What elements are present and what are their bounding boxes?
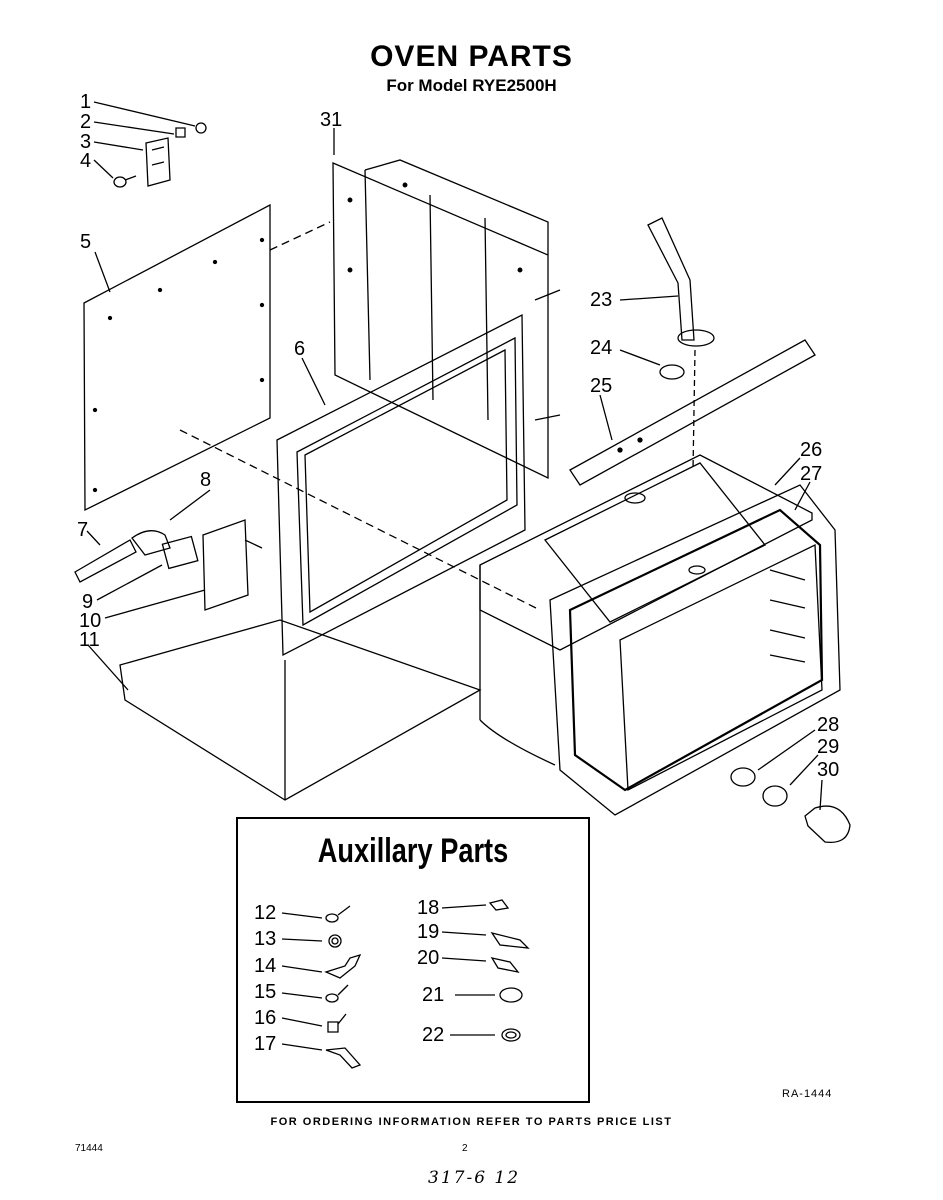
callout-19: 19 bbox=[417, 921, 440, 943]
callout-27: 27 bbox=[800, 463, 823, 485]
oven-bottom bbox=[120, 620, 480, 800]
callout-30: 30 bbox=[817, 759, 840, 781]
dashed-alignment-lines bbox=[180, 222, 540, 610]
callout-9: 9 bbox=[82, 591, 94, 613]
callout-15: 15 bbox=[254, 981, 277, 1003]
vent-tube-assembly bbox=[570, 218, 815, 485]
callout-29: 29 bbox=[817, 736, 840, 758]
callout-16: 16 bbox=[254, 1007, 277, 1029]
ordering-note: FOR ORDERING INFORMATION REFER TO PARTS … bbox=[270, 1116, 673, 1128]
callout-5: 5 bbox=[80, 231, 92, 253]
callout-10: 10 bbox=[79, 610, 102, 632]
callout-2: 2 bbox=[80, 111, 92, 133]
callout-25: 25 bbox=[590, 375, 613, 397]
oven-cavity bbox=[480, 455, 812, 765]
leader-lines bbox=[87, 102, 822, 1050]
callout-3: 3 bbox=[80, 131, 92, 153]
callout-1: 1 bbox=[80, 91, 92, 113]
auxiliary-parts-title: Auxillary Parts bbox=[317, 832, 509, 870]
callout-11: 11 bbox=[79, 629, 100, 651]
oven-lamp-assembly bbox=[731, 768, 850, 842]
callout-20: 20 bbox=[417, 947, 440, 969]
page-subtitle: For Model RYE2500H bbox=[386, 76, 557, 95]
callout-4: 4 bbox=[80, 150, 92, 172]
callout-23: 23 bbox=[590, 289, 613, 311]
callout-8: 8 bbox=[200, 469, 212, 491]
oven-side-panel bbox=[333, 160, 560, 478]
auxiliary-parts-icons bbox=[326, 900, 528, 1068]
document-code: 71444 bbox=[75, 1143, 103, 1154]
auxiliary-parts-panel bbox=[236, 817, 590, 1103]
terminal-bracket bbox=[75, 520, 262, 610]
callout-14: 14 bbox=[254, 955, 277, 977]
callout-18: 18 bbox=[417, 897, 440, 919]
callout-13: 13 bbox=[254, 928, 277, 950]
callout-21: 21 bbox=[422, 984, 445, 1006]
callout-17: 17 bbox=[254, 1033, 277, 1055]
callout-28: 28 bbox=[817, 714, 840, 736]
diagram-reference-code: RA-1444 bbox=[782, 1088, 833, 1100]
page-title: OVEN PARTS bbox=[370, 40, 573, 73]
handwritten-note: 317-6 12 bbox=[428, 1168, 521, 1188]
callout-26: 26 bbox=[800, 439, 823, 461]
callout-24: 24 bbox=[590, 337, 613, 359]
callout-31: 31 bbox=[320, 109, 343, 131]
door-frame bbox=[277, 315, 525, 655]
front-frame-gasket bbox=[550, 485, 840, 815]
terminal-block-hardware bbox=[114, 123, 206, 187]
back-panel bbox=[84, 205, 270, 510]
callout-7: 7 bbox=[77, 519, 89, 541]
callout-22: 22 bbox=[422, 1024, 445, 1046]
page-number: 2 bbox=[462, 1143, 468, 1154]
callout-6: 6 bbox=[294, 338, 306, 360]
callout-12: 12 bbox=[254, 902, 277, 924]
